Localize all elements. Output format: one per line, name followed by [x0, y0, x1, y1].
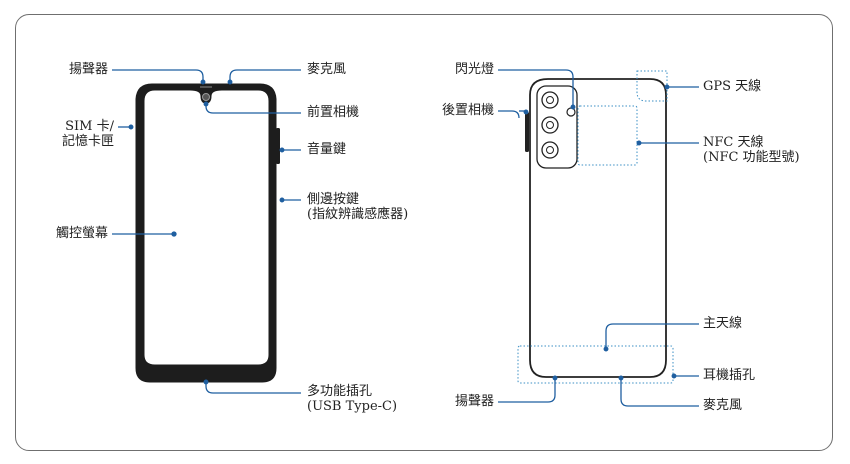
leader-main-antenna: [605, 323, 699, 348]
back-phone: [517, 70, 674, 384]
label-front-camera: 前置相機: [307, 105, 360, 120]
leader-rear-camera: [498, 110, 520, 119]
label-rear-camera: 後置相機: [441, 103, 494, 118]
gps-antenna-area: [636, 70, 668, 102]
label-side-key-line1: 側邊按鍵: [307, 192, 360, 207]
label-nfc-line1: NFC 天線: [703, 135, 764, 150]
leader-front-mic: [229, 69, 301, 82]
label-sim-line2: 記憶卡匣: [61, 134, 114, 149]
label-earphone-jack: 耳機插孔: [703, 368, 756, 383]
leader-back-speaker: [498, 380, 556, 403]
label-nfc-line2: (NFC 功能型號): [703, 150, 800, 165]
nfc-antenna-area: [577, 105, 638, 166]
front-screen: [144, 90, 269, 365]
side-key-bump: [276, 128, 280, 164]
leader-back-mic: [620, 380, 699, 407]
label-back-speaker: 揚聲器: [454, 394, 494, 409]
front-speaker-slot: [200, 86, 212, 88]
label-sim-tray: SIM 卡/ 記憶卡匣: [30, 119, 114, 149]
label-front-microphone: 麥克風: [307, 62, 347, 77]
back-side-bump: [525, 112, 529, 152]
label-flash: 閃光燈: [454, 62, 494, 77]
diagram-frame: [15, 14, 833, 451]
label-sim-line1: SIM 卡/: [65, 119, 114, 134]
label-volume-key: 音量鍵: [307, 142, 347, 157]
leader-multipurpose: [205, 382, 301, 394]
label-side-key-line2: (指紋辨識感應器): [307, 207, 409, 222]
back-leader-lines: [498, 69, 699, 407]
leader-front-camera: [205, 105, 301, 114]
leader-flash: [498, 69, 574, 107]
front-camera-lens: [202, 93, 210, 101]
front-leader-lines: [112, 69, 301, 394]
label-back-microphone: 麥克風: [703, 398, 743, 413]
label-multipurpose-line1: 多功能插孔: [307, 384, 373, 399]
label-multipurpose-jack: 多功能插孔 (USB Type-C): [307, 384, 397, 414]
label-main-antenna: 主天線: [703, 316, 743, 331]
leader-front-speaker: [112, 69, 204, 82]
label-side-key: 側邊按鍵 (指紋辨識感應器): [307, 192, 408, 222]
label-touchscreen: 觸控螢幕: [55, 226, 108, 241]
label-multipurpose-line2: (USB Type-C): [307, 399, 398, 414]
label-front-speaker: 揚聲器: [68, 62, 108, 77]
label-nfc-antenna: NFC 天線 (NFC 功能型號): [703, 135, 800, 165]
label-gps-antenna: GPS 天線: [703, 79, 762, 94]
front-phone: [135, 83, 280, 383]
